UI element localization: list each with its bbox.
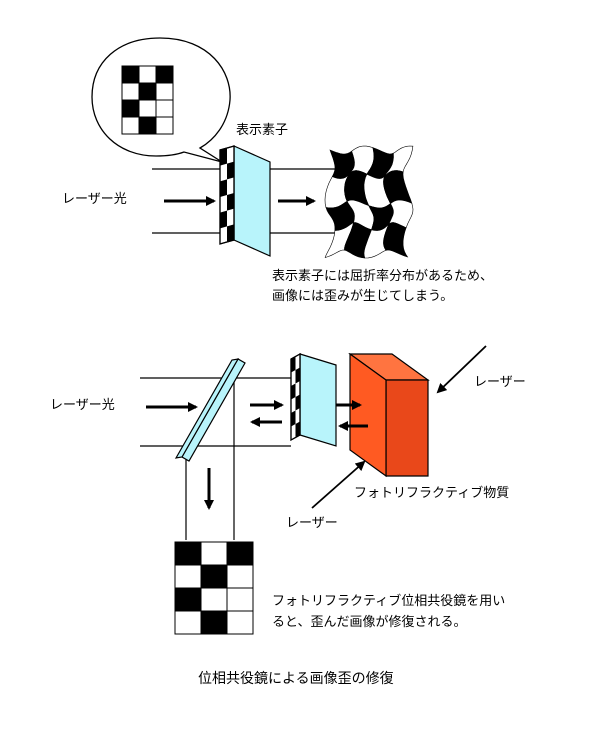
display-element-checker xyxy=(220,148,234,242)
bubble-cell xyxy=(138,116,157,135)
element-cell xyxy=(291,383,296,400)
bubble-cell xyxy=(138,65,157,84)
bubble-cell xyxy=(121,65,140,84)
restored-cell xyxy=(174,564,202,589)
element-cell xyxy=(295,367,300,384)
bottom-element-checker xyxy=(291,356,300,438)
restored-image xyxy=(174,541,254,635)
top-beam-lines xyxy=(152,168,340,234)
bubble-cell xyxy=(121,116,140,135)
restored-cell xyxy=(174,587,202,612)
element-cell xyxy=(295,421,300,438)
bottom-note-line1: フォトリフラクティブ位相共役鏡を用い xyxy=(272,593,505,609)
laser-bottom-label: レーザー xyxy=(286,516,338,531)
restored-cell xyxy=(226,564,254,589)
bottom-display-element xyxy=(290,352,337,447)
bubble-checker-pattern xyxy=(121,65,174,135)
bubble-cell xyxy=(138,99,157,118)
restored-cell xyxy=(200,541,228,566)
beam-splitter xyxy=(174,358,246,462)
figure-caption: 位相共役鏡による画像歪の修復 xyxy=(198,670,394,687)
distorted-cell xyxy=(383,222,409,258)
distorted-image xyxy=(324,145,414,259)
restored-cell xyxy=(174,541,202,566)
bubble-cell xyxy=(121,82,140,101)
bubble-cell xyxy=(155,65,174,84)
bottom-laser-label: レーザー光 xyxy=(50,398,115,413)
bubble-cell xyxy=(155,99,174,118)
element-cell xyxy=(220,210,227,229)
material-label: フォトリフラクティブ物質 xyxy=(354,485,509,501)
bottom-beam-lines xyxy=(140,377,291,540)
display-element xyxy=(219,145,271,257)
laser-top-label: レーザー xyxy=(474,375,526,390)
display-element-label: 表示素子 xyxy=(236,123,288,138)
bubble-cell xyxy=(155,82,174,101)
restored-cell xyxy=(174,610,202,635)
restored-cell xyxy=(226,610,254,635)
restored-cell xyxy=(200,610,228,635)
top-laser-label: レーザー光 xyxy=(62,192,127,207)
bubble-cell xyxy=(155,116,174,135)
element-cell xyxy=(295,394,300,411)
bottom-pump-arrow xyxy=(311,460,366,509)
restored-cell xyxy=(226,541,254,566)
element-cell xyxy=(220,179,227,197)
element-cell xyxy=(227,161,234,180)
bubble-cell xyxy=(138,82,157,101)
bottom-note-line2: ると、歪んだ画像が修復される。 xyxy=(272,614,466,630)
restored-cell xyxy=(226,587,254,612)
element-cell xyxy=(227,224,234,242)
element-cell xyxy=(220,148,227,166)
photorefractive-crystal xyxy=(348,352,430,478)
restored-cell xyxy=(200,564,228,589)
bubble-cell xyxy=(121,99,140,118)
element-cell xyxy=(291,356,296,373)
element-cell xyxy=(227,193,234,211)
top-note-line1: 表示素子には屈折率分布があるため、 xyxy=(272,268,493,284)
top-pump-arrow xyxy=(436,345,487,394)
restored-cell xyxy=(200,587,228,612)
top-note-line2: 画像には歪みが生じてしまう。 xyxy=(272,289,453,304)
element-cell xyxy=(291,410,296,427)
